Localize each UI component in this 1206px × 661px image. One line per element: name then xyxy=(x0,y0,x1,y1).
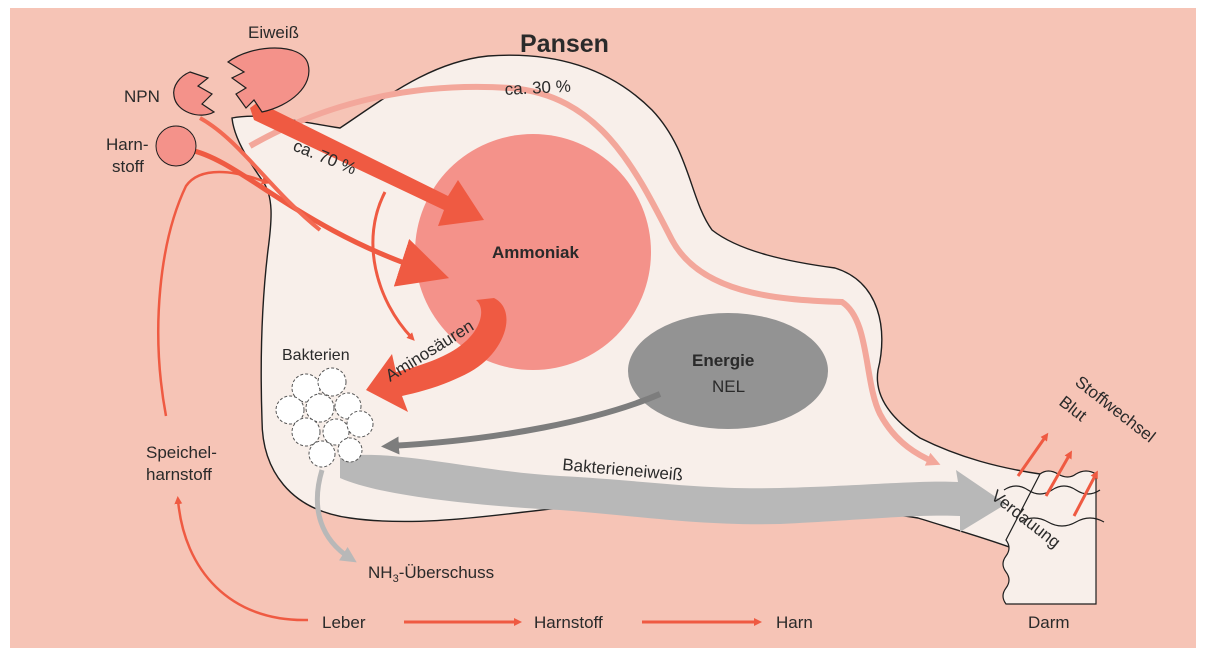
bakterien-label: Bakterien xyxy=(282,347,350,364)
speichel-label-line1: Speichel- xyxy=(146,443,217,462)
energie-pool xyxy=(628,313,828,429)
harnstoff-source xyxy=(156,126,196,166)
speichel-label-line2: harnstoff xyxy=(146,465,212,484)
ammoniak-label: Ammoniak xyxy=(492,243,579,262)
nel-label: NEL xyxy=(712,377,745,396)
pansen-title: Pansen xyxy=(520,30,609,58)
darm-label: Darm xyxy=(1028,613,1070,632)
energie-label: Energie xyxy=(692,351,754,370)
harnstoff-bottom-label: Harnstoff xyxy=(534,613,603,632)
pct-30-label: ca. 30 % xyxy=(504,77,571,99)
harnstoff-label-line1: Harn- xyxy=(106,135,149,154)
nh3-ueberschuss-label: NH3-Überschuss xyxy=(368,563,494,585)
npn-label: NPN xyxy=(124,87,160,106)
leber-label: Leber xyxy=(322,613,366,632)
harnstoff-label-line2: stoff xyxy=(112,157,144,176)
eiweiss-label: Eiweiß xyxy=(248,23,299,42)
harn-label: Harn xyxy=(776,613,813,632)
